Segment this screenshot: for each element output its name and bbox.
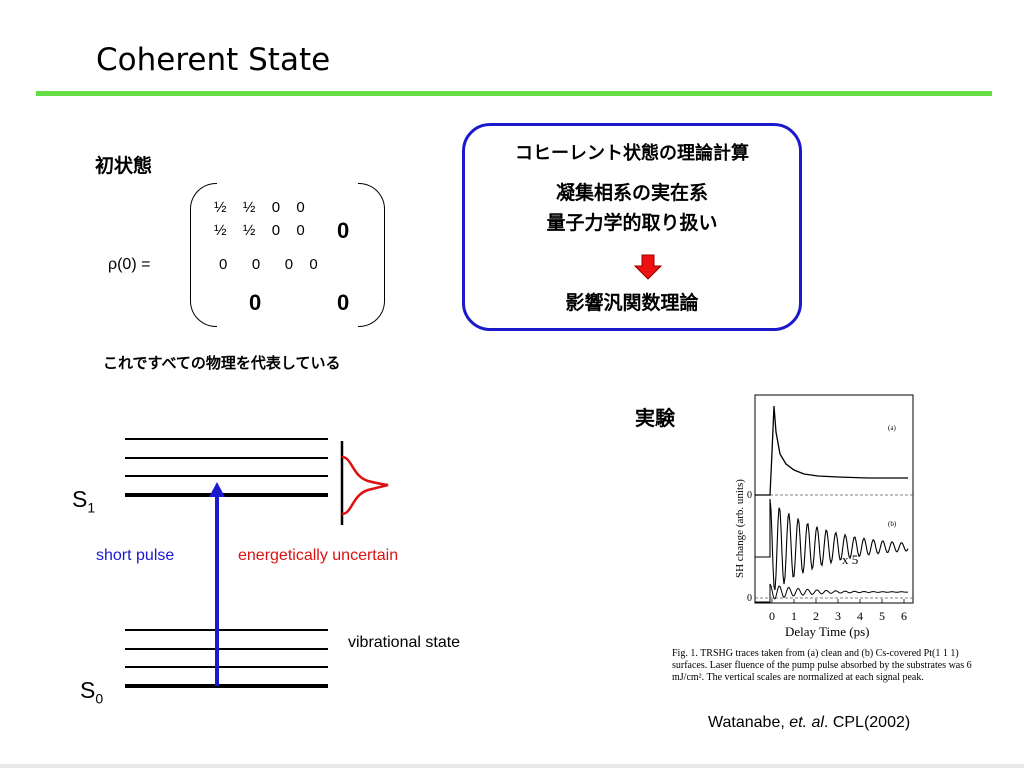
energy-level-diagram [125, 438, 389, 688]
trace-b-amplified [755, 498, 909, 591]
x-tick-label: 2 [813, 609, 819, 623]
panel-a-label: (a) [888, 424, 896, 432]
vibrational-state-label: vibrational state [348, 634, 461, 651]
trace-b [755, 583, 908, 603]
x-tick-label: 0 [769, 609, 775, 623]
theory-box-line-1: 凝集相系の実在系 [555, 182, 708, 204]
s0-label: S0 [80, 677, 104, 707]
title-divider [36, 91, 992, 96]
rho-label: ρ(0) = [108, 256, 151, 273]
figure-frame [754, 394, 914, 604]
matrix-zero-bottom-left: 0 [249, 290, 262, 315]
slide-title: Coherent State [96, 42, 331, 78]
x-tick-label: 4 [857, 609, 863, 623]
theory-box-line-2: 量子力学的取り扱い [546, 212, 718, 234]
x-tick-label: 6 [901, 609, 907, 623]
panel-b-label: (b) [888, 520, 897, 528]
theory-box-title: コヒーレント状態の理論計算 [515, 143, 749, 164]
theory-box-line-3: 影響汎関数理論 [565, 292, 699, 314]
matrix-row-2: ½ ½ 0 0 [214, 222, 305, 239]
energy-distribution-curve [341, 455, 389, 516]
zero-a-label: 0 [747, 490, 752, 501]
theory-box [462, 123, 802, 331]
y-axis-label: SH change (arb. units) [734, 479, 746, 578]
matrix-row-3: 0 0 0 0 [219, 256, 318, 273]
matrix-zero-top-right: 0 [337, 218, 350, 243]
x-axis-ticks: 0 1 2 3 4 5 6 [769, 599, 907, 623]
figure-caption: Fig. 1. TRSHG traces taken from (a) clea… [672, 648, 972, 683]
x5-label: x 5 [842, 552, 858, 567]
x-axis-label: Delay Time (ps) [785, 624, 870, 639]
experiment-figure: 0 1 2 3 4 5 6 (a) (b) 0 0 x 5 SH change (arb. … [734, 394, 914, 639]
x-tick-label: 3 [835, 609, 841, 623]
physics-caption: これですべての物理を代表している [103, 354, 341, 372]
trace-a [755, 405, 908, 496]
experiment-label: 実験 [635, 406, 675, 430]
down-arrow-icon [634, 254, 662, 280]
x-tick-label: 1 [791, 609, 797, 623]
energetically-uncertain-label: energetically uncertain [238, 547, 399, 564]
matrix-row-1: ½ ½ 0 0 [214, 199, 305, 216]
initial-state-label: 初状態 [95, 155, 153, 177]
zero-b-label: 0 [747, 593, 752, 604]
s1-label: S1 [72, 486, 96, 516]
matrix-zero-bottom-right: 0 [337, 290, 350, 315]
excitation-arrow-head [209, 482, 225, 497]
credit: Watanabe, et. al. CPL(2002) [708, 714, 911, 731]
short-pulse-label: short pulse [96, 547, 175, 564]
footer-bar [0, 764, 1024, 768]
x-tick-label: 5 [879, 609, 885, 623]
